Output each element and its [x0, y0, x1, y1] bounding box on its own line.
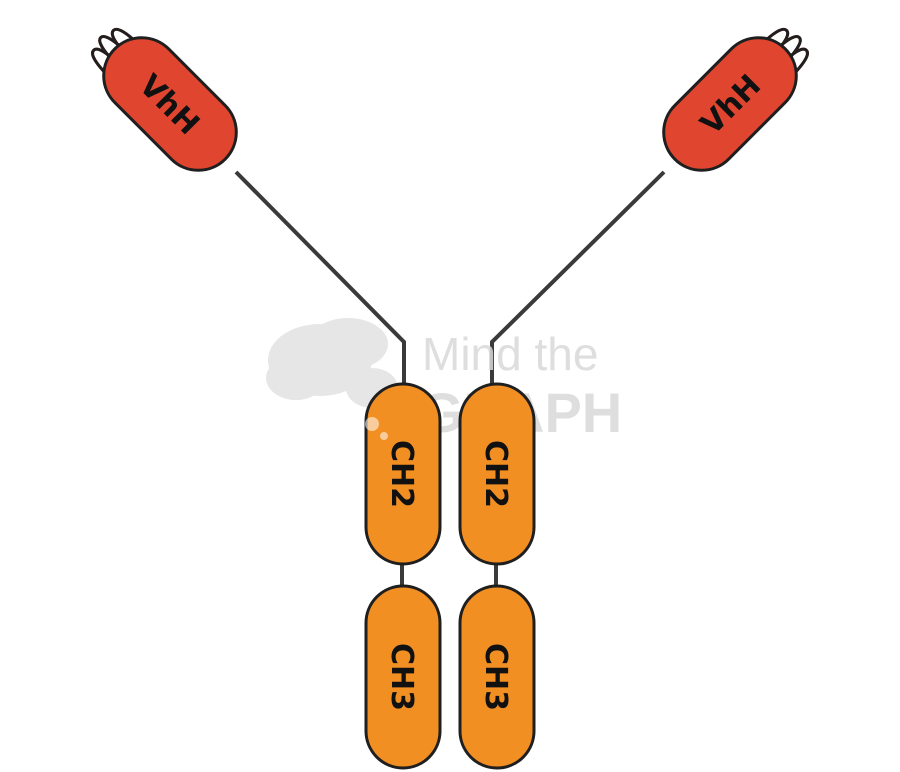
left-ch3-label: CH3: [384, 643, 419, 711]
watermark-line1: Mind the: [422, 328, 598, 380]
right-linker: [490, 170, 666, 392]
left-ch2-label: CH2: [384, 440, 419, 508]
right-ch2-domain: CH2: [458, 382, 536, 566]
left-ch2-domain: CH2: [364, 382, 442, 566]
left-ch3-domain: CH3: [364, 584, 442, 770]
right-ch3-domain: CH3: [458, 584, 536, 770]
watermark-overlay: [365, 417, 388, 440]
watermark: Mind the GRAPH: [266, 318, 622, 444]
right-ch3-label: CH3: [478, 643, 513, 711]
right-ch2-label: CH2: [478, 440, 513, 508]
left-vhh-domain: VhH: [91, 27, 238, 172]
right-vhh-domain: VhH: [662, 27, 809, 172]
left-linker: [234, 170, 406, 392]
